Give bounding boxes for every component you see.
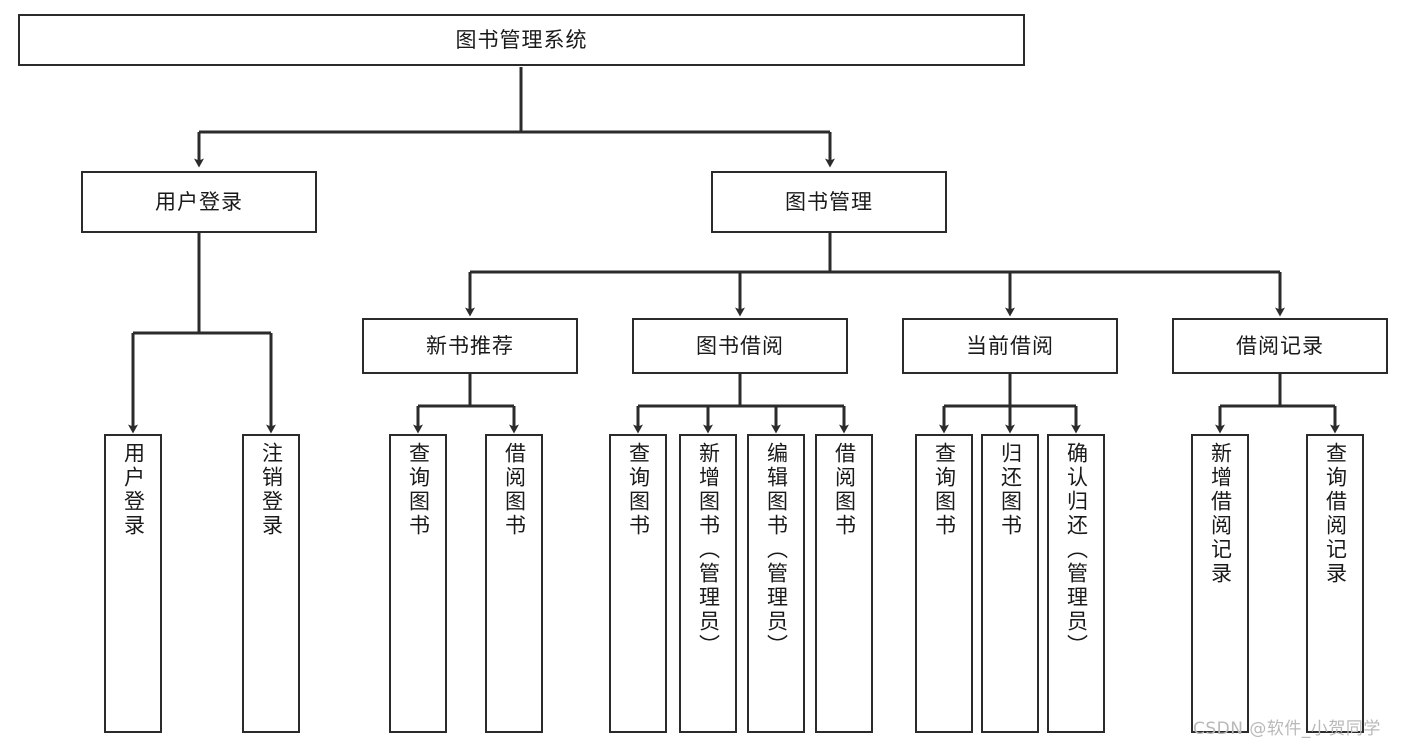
node-leaf-confirm-return[interactable]: 确认归还（管理员） (1047, 434, 1105, 733)
node-leaf-borrow-book-1[interactable]: 借阅图书 (485, 434, 543, 733)
node-borrow-record[interactable]: 借阅记录 (1172, 318, 1388, 374)
node-root[interactable]: 图书管理系统 (18, 14, 1025, 66)
node-leaf-query-book-3[interactable]: 查询图书 (915, 434, 973, 733)
node-book-borrow[interactable]: 图书借阅 (632, 318, 848, 374)
node-leaf-confirm-return-label: 确认归还（管理员） (1064, 442, 1089, 658)
node-current-borrow-label: 当前借阅 (966, 333, 1054, 358)
node-leaf-query-book-2-label: 查询图书 (626, 442, 651, 538)
node-leaf-logout-login[interactable]: 注销登录 (242, 434, 300, 733)
node-leaf-user-login-label: 用户登录 (121, 442, 146, 538)
node-leaf-borrow-book-2[interactable]: 借阅图书 (815, 434, 873, 733)
node-book-manage[interactable]: 图书管理 (711, 171, 947, 233)
node-leaf-edit-book-label: 编辑图书（管理员） (764, 442, 789, 658)
node-leaf-query-book-3-label: 查询图书 (932, 442, 957, 538)
node-leaf-user-login[interactable]: 用户登录 (104, 434, 162, 733)
node-leaf-add-record-label: 新增借阅记录 (1208, 442, 1233, 586)
node-leaf-add-record[interactable]: 新增借阅记录 (1191, 434, 1249, 733)
node-leaf-query-book-1-label: 查询图书 (406, 442, 431, 538)
node-leaf-query-record-label: 查询借阅记录 (1323, 442, 1348, 586)
node-new-book-recommend[interactable]: 新书推荐 (362, 318, 578, 374)
node-borrow-record-label: 借阅记录 (1236, 333, 1324, 358)
node-leaf-edit-book[interactable]: 编辑图书（管理员） (747, 434, 805, 733)
node-leaf-query-book-2[interactable]: 查询图书 (609, 434, 667, 733)
node-book-borrow-label: 图书借阅 (696, 333, 784, 358)
csdn-watermark: CSDN @软件_小贺同学 (1193, 719, 1381, 739)
node-leaf-return-book[interactable]: 归还图书 (981, 434, 1039, 733)
node-leaf-return-book-label: 归还图书 (998, 442, 1023, 538)
node-current-borrow[interactable]: 当前借阅 (902, 318, 1118, 374)
node-root-label: 图书管理系统 (455, 27, 588, 52)
node-user-login[interactable]: 用户登录 (81, 171, 317, 233)
node-book-manage-label: 图书管理 (785, 189, 873, 214)
node-leaf-query-record[interactable]: 查询借阅记录 (1306, 434, 1364, 733)
node-user-login-label: 用户登录 (155, 189, 243, 214)
node-leaf-add-book[interactable]: 新增图书（管理员） (679, 434, 737, 733)
node-leaf-logout-login-label: 注销登录 (259, 442, 284, 538)
node-leaf-borrow-book-2-label: 借阅图书 (832, 442, 857, 538)
node-leaf-add-book-label: 新增图书（管理员） (696, 442, 721, 658)
node-leaf-borrow-book-1-label: 借阅图书 (502, 442, 527, 538)
node-new-book-recommend-label: 新书推荐 (426, 333, 514, 358)
node-leaf-query-book-1[interactable]: 查询图书 (389, 434, 447, 733)
